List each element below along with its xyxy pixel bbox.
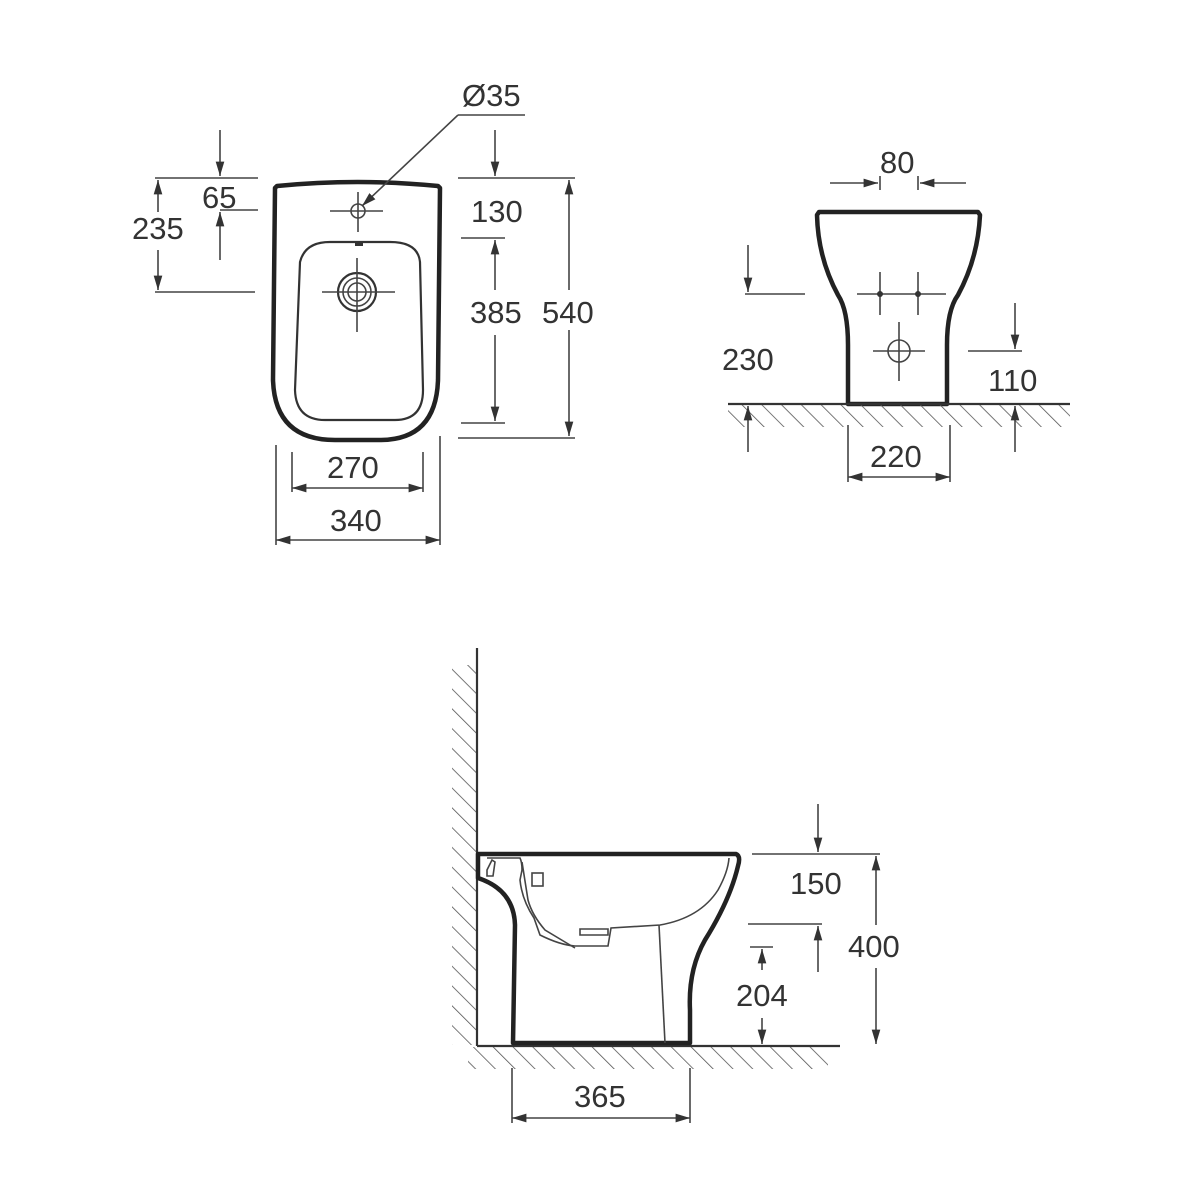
dim-water-inlet-height: 230 [722,342,774,377]
side-bowl-outline [487,857,730,947]
dim-overall-length: 540 [542,295,594,330]
dim-overall-height: 400 [848,929,900,964]
side-body-outline [475,851,742,1046]
dim-base-width: 220 [870,439,922,474]
waste-outlet-icon [873,322,925,381]
bidet-outline [270,179,443,443]
dim-bowl-width: 270 [327,450,379,485]
dim-drain-from-back: 235 [132,211,184,246]
dim-tap-hole-diameter: Ø35 [462,78,521,113]
plan-view [153,114,575,545]
rear-elevation-view [728,176,1070,482]
rear-body-outline [814,209,983,407]
dim-rim-to-overflow: 150 [790,866,842,901]
dim-base-depth: 365 [574,1079,626,1114]
bowl-outline [293,240,425,422]
water-inlet-icon [857,272,946,315]
dim-tap-hole-from-back: 65 [202,180,237,215]
dim-bowl-length: 385 [470,295,522,330]
wall-hatch [452,665,476,1045]
floor-hatch [728,405,1070,427]
dim-water-inlet-spacing: 80 [880,145,915,180]
dim-waste-outlet-height: 110 [988,363,1038,398]
floor-hatch [468,1047,828,1069]
side-elevation-view [452,648,881,1123]
tap-hole-icon [330,192,383,232]
drain-icon [322,258,395,332]
dim-drain-height: 204 [736,978,788,1013]
dim-overall-width: 340 [330,503,382,538]
dim-back-to-bowl: 130 [471,194,523,229]
